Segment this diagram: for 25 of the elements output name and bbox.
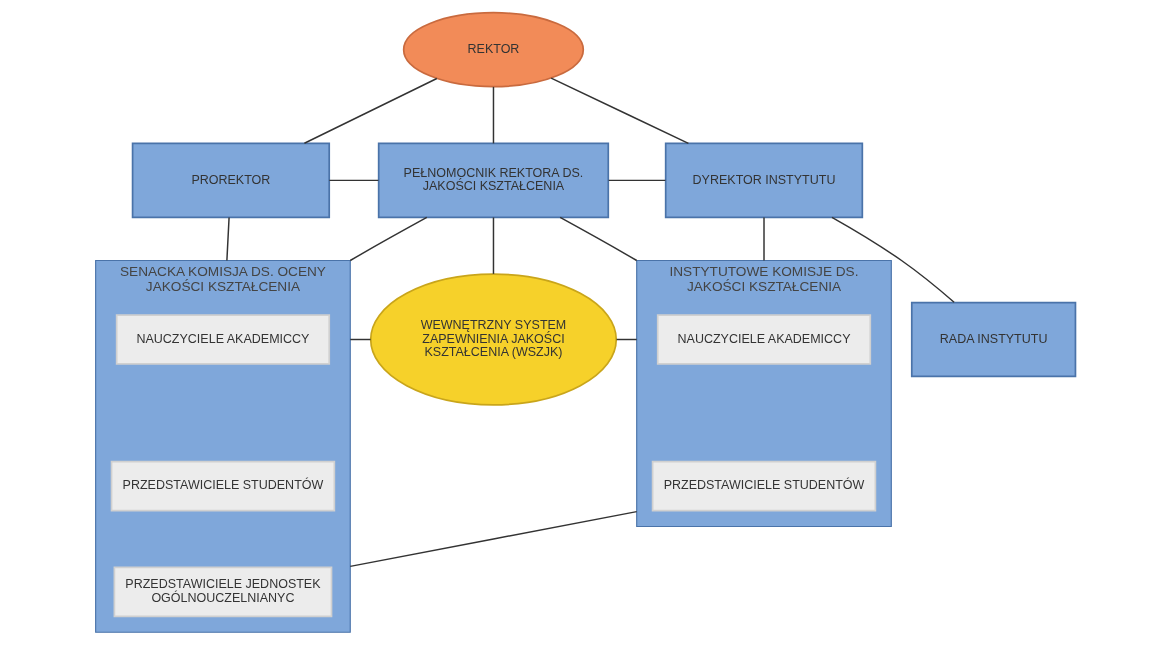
connector xyxy=(226,216,230,262)
connector xyxy=(615,338,638,341)
connector xyxy=(349,216,428,262)
node-box: NAUCZYCIELE AKADEMICCY xyxy=(115,314,331,365)
connector xyxy=(831,216,955,303)
connector xyxy=(492,216,495,275)
connector xyxy=(349,510,638,568)
node-box: NAUCZYCIELE AKADEMICCY xyxy=(656,314,872,365)
node-ellipse: REKTOR xyxy=(402,11,585,88)
node-box: PEŁNOMOCNIK REKTORA DS. JAKOŚCI KSZTAŁCENIA xyxy=(377,142,610,219)
connector xyxy=(607,179,667,182)
node-box: PROREKTOR xyxy=(131,142,331,219)
connector xyxy=(763,216,765,262)
node-box: PRZEDSTAWICIELE STUDENTÓW xyxy=(651,460,877,512)
connector xyxy=(492,86,495,145)
connector xyxy=(550,77,690,145)
node-box: RADA INSTYTUTU xyxy=(910,301,1077,378)
connector xyxy=(303,77,438,144)
node-box: PRZEDSTAWICIELE JEDNOSTEK OGÓLNOUCZELNIANYC xyxy=(113,566,333,618)
node-box: DYREKTOR INSTYTUTU xyxy=(664,142,864,219)
connector xyxy=(559,216,638,262)
connector xyxy=(349,338,372,341)
node-ellipse: WEWNĘTRZNY SYSTEM ZAPEWNIENIA JAKOŚCI KSZTAŁCENIA (WSZJK) xyxy=(369,273,618,406)
connector xyxy=(328,179,380,182)
node-box: PRZEDSTAWICIELE STUDENTÓW xyxy=(110,460,336,512)
